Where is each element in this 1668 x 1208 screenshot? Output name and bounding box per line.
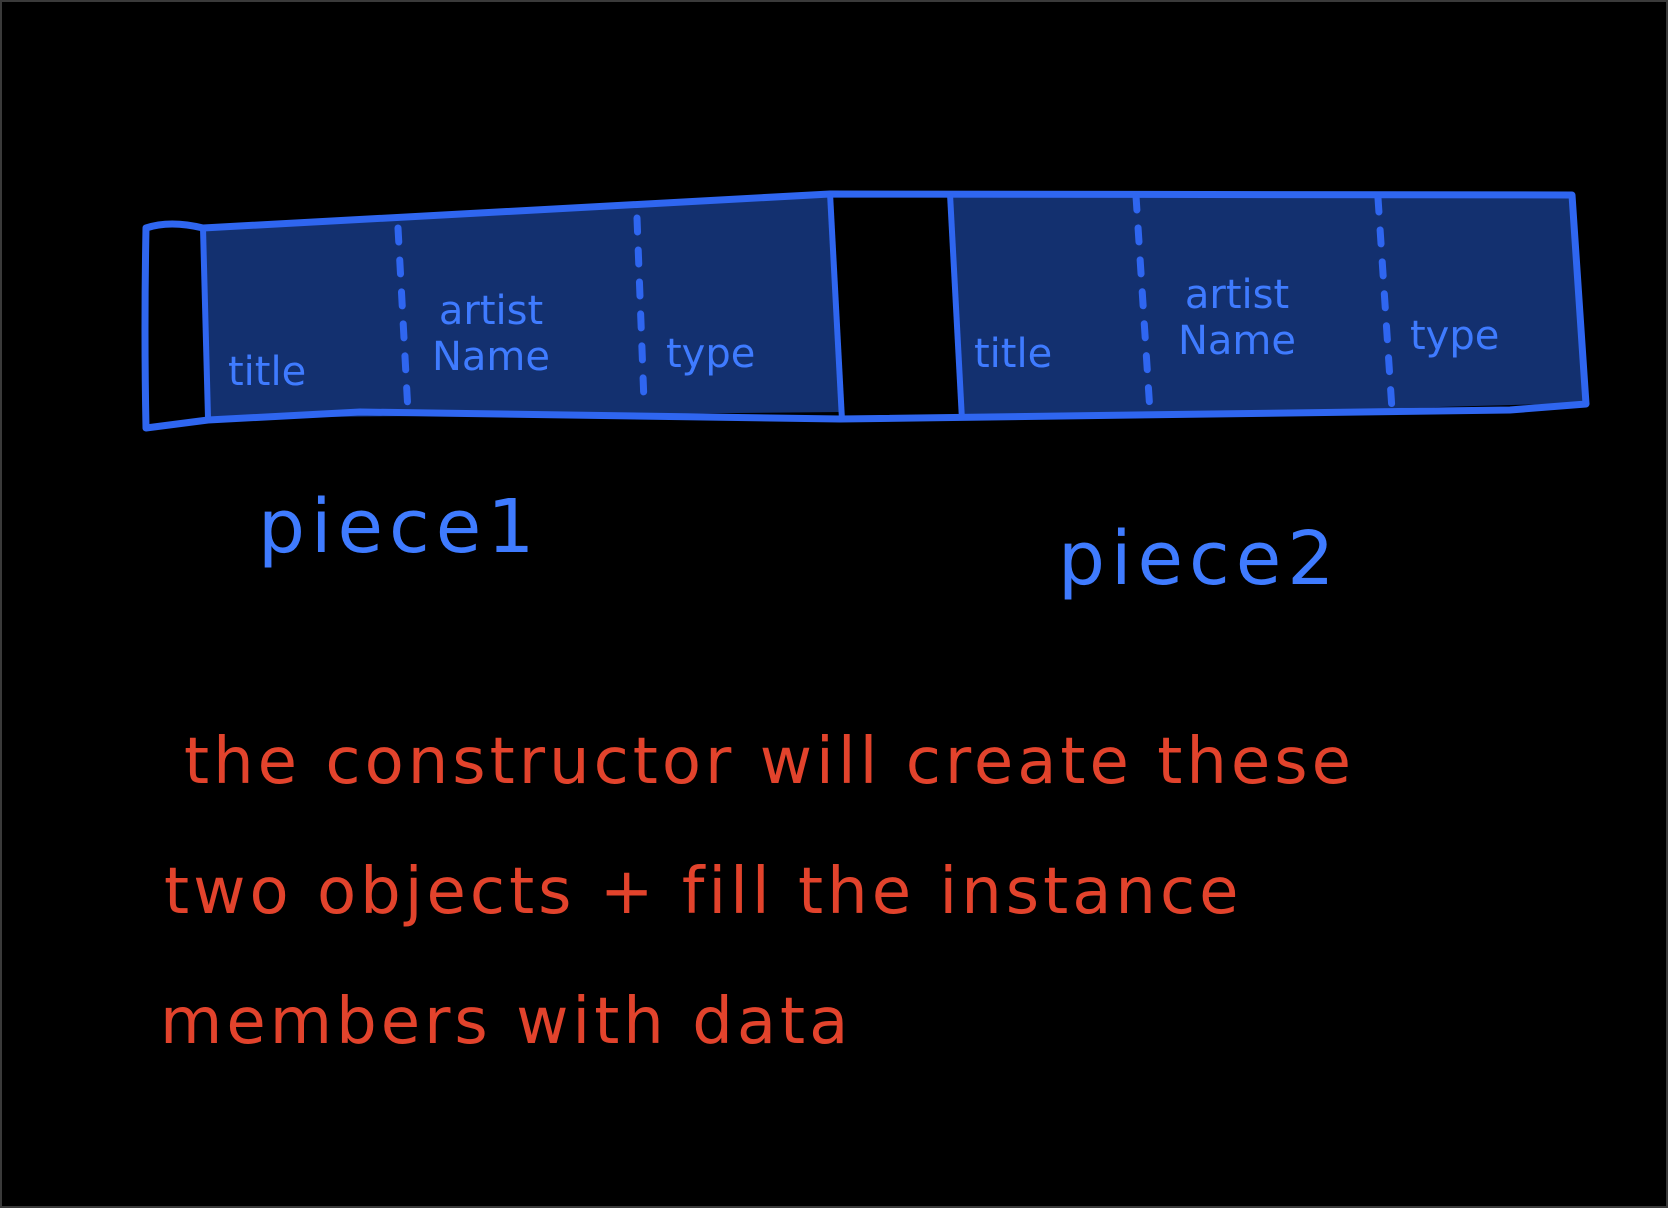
piece2-title-label: title (974, 331, 1053, 377)
note-line-2: two objects + fill the instance (164, 855, 1243, 929)
piece1-left-boundary (200, 227, 211, 419)
note-line-3: members with data (160, 985, 853, 1059)
piece1-name-line: Name (432, 334, 551, 380)
piece1-divider-1 (394, 224, 412, 416)
piece2-fill (952, 193, 1586, 420)
piece2-label: piece2 (1058, 516, 1341, 602)
piece1-artist-line: artist (438, 288, 544, 334)
memory-strip-outline (141, 190, 1590, 432)
piece2-name-line: Name (1178, 318, 1297, 364)
piece1-title-label: title (228, 349, 307, 395)
piece1-artist-name-label: artist Name (432, 288, 550, 380)
piece1-right-boundary (827, 192, 845, 421)
piece2-left-boundary (947, 193, 965, 421)
piece2-type-label: type (1410, 313, 1500, 359)
piece2-artist-line: artist (1184, 272, 1290, 318)
note-line-1: the constructor will create these (184, 725, 1355, 799)
piece2-artist-name-label: artist Name (1178, 272, 1296, 364)
piece2-divider-2 (1374, 194, 1396, 414)
piece1-type-label: type (666, 331, 756, 377)
piece1-fill (203, 193, 842, 418)
piece1-label: piece1 (258, 484, 541, 570)
piece2-divider-1 (1132, 192, 1154, 416)
piece1-divider-2 (633, 214, 648, 406)
